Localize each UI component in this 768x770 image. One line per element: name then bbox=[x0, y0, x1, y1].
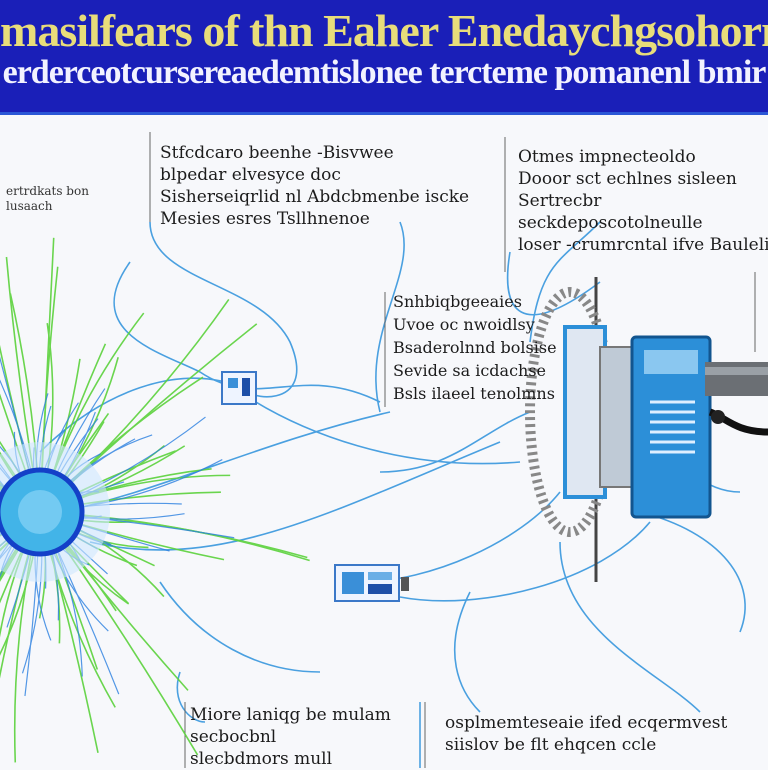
wire bbox=[640, 512, 745, 632]
wire bbox=[455, 592, 480, 712]
small-panel-icon bbox=[222, 372, 256, 404]
callout-line: Miore laniqg be mulam bbox=[190, 704, 391, 726]
callout-line: secbocbnl bbox=[190, 726, 391, 748]
callout-line: lusaach bbox=[6, 199, 89, 214]
callout-top-left: ertrdkats bon lusaach bbox=[6, 184, 89, 214]
callout-bottom-right: osplmemteseaie ifed ecqermvest siislov b… bbox=[445, 712, 727, 756]
callout-line: blpedar elvesyce doc bbox=[160, 164, 469, 186]
callout-line: Snhbiqbgeeaies bbox=[393, 290, 557, 313]
callout-line: loser -crumrcntal ifve Bauleli bbox=[518, 234, 768, 256]
plug-cable-icon bbox=[705, 362, 768, 432]
callout-line: Sevide sa icdachse bbox=[393, 359, 557, 382]
callout-line: osplmemteseaie ifed ecqermvest bbox=[445, 712, 727, 734]
callout-line: Sertrecbr bbox=[518, 190, 768, 212]
callout-line: seckdeposcotolneulle bbox=[518, 212, 768, 234]
title-banner: masilfears of thn Eaher Enedaychgsohorma… bbox=[0, 0, 768, 115]
callout-line: ertrdkats bon bbox=[6, 184, 89, 199]
callout-line: siislov be flt ehqcen ccle bbox=[445, 734, 727, 756]
callout-line: slecbdmors mull bbox=[190, 748, 391, 770]
callout-bottom-left: Miore laniqg be mulam secbocbnl slecbdmo… bbox=[190, 704, 391, 770]
page-title: masilfears of thn Eaher Enedaychgsohorma… bbox=[0, 4, 768, 57]
wire bbox=[150, 222, 297, 397]
callout-line: Mesies esres Tsllhnenoe bbox=[160, 208, 469, 230]
callout-line: Bsls ilaeel tenolmns bbox=[393, 382, 557, 405]
sun-burst-icon bbox=[0, 238, 310, 763]
burst-center bbox=[18, 490, 62, 534]
wire bbox=[60, 412, 390, 512]
wire bbox=[160, 582, 320, 672]
wire bbox=[400, 522, 650, 601]
device-icon bbox=[530, 277, 710, 582]
callout-line: Dooor sct echlnes sisleen bbox=[518, 168, 768, 190]
wire bbox=[560, 542, 700, 712]
small-panel-icon bbox=[335, 565, 409, 601]
callout-line: Bsaderolnnd bolsise bbox=[393, 336, 557, 359]
page-subtitle: erderceotcursereaedemtislonee tercteme p… bbox=[0, 54, 768, 92]
callout-middle: Snhbiqbgeeaies Uvoe oc nwoidlsy Bsaderol… bbox=[393, 290, 557, 405]
callout-line: Sisherseiqrlid nl Abdcbmenbe iscke bbox=[160, 186, 469, 208]
diagram-canvas: ertrdkats bon lusaach Stfcdcaro beenhe -… bbox=[0, 112, 768, 768]
callout-line: Otmes impnecteoldo bbox=[518, 146, 768, 168]
callout-top-center: Stfcdcaro beenhe -Bisvwee blpedar elvesy… bbox=[160, 142, 469, 230]
callout-line: Uvoe oc nwoidlsy bbox=[393, 313, 557, 336]
callout-top-right: Otmes impnecteoldo Dooor sct echlnes sis… bbox=[518, 146, 768, 256]
callout-line: Stfcdcaro beenhe -Bisvwee bbox=[160, 142, 469, 164]
